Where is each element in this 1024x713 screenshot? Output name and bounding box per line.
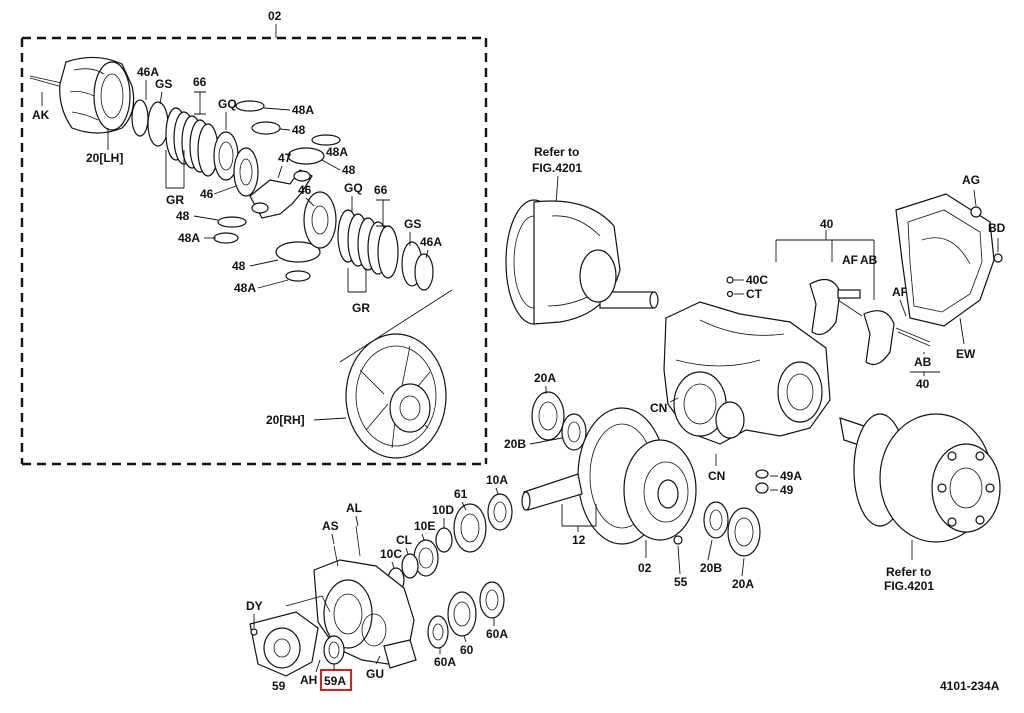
label-10A[interactable]: 10A: [486, 473, 508, 487]
label-55[interactable]: 55: [674, 575, 688, 589]
lower-disc-stack: [213, 191, 434, 291]
label-CT[interactable]: CT: [746, 287, 763, 301]
refer-to-top-line2[interactable]: FIG.4201: [532, 161, 582, 175]
label-60A-2[interactable]: 60A: [486, 627, 508, 641]
hub-assembly-left: [505, 199, 659, 325]
label-46A-2[interactable]: 46A: [420, 235, 442, 249]
label-40-1[interactable]: 40: [820, 217, 834, 231]
label-66-2[interactable]: 66: [374, 183, 388, 197]
upper-disc-stack: [131, 99, 341, 197]
label-CL[interactable]: CL: [396, 533, 412, 547]
refer-to-top-line1[interactable]: Refer to: [534, 145, 579, 159]
label-EW[interactable]: EW: [956, 347, 976, 361]
label-AF-1[interactable]: AF: [842, 253, 858, 267]
label-48-2[interactable]: 48: [342, 163, 356, 177]
label-20A-2[interactable]: 20A: [732, 577, 754, 591]
label-48-3[interactable]: 48: [176, 209, 190, 223]
clamp-parts: [809, 278, 931, 365]
label-AG[interactable]: AG: [962, 173, 980, 187]
ring-gear: [577, 407, 697, 545]
label-20B-1[interactable]: 20B: [504, 437, 526, 451]
label-CN-1[interactable]: CN: [650, 401, 667, 415]
label-48-4[interactable]: 48: [232, 259, 246, 273]
bearing-upper-left: [531, 391, 587, 451]
label-10D[interactable]: 10D: [432, 503, 454, 517]
label-59A[interactable]: 59A: [324, 674, 346, 688]
refer-to-bottom-line2[interactable]: FIG.4201: [884, 579, 934, 593]
label-BD[interactable]: BD: [988, 221, 1006, 235]
label-20LH[interactable]: 20[LH]: [86, 151, 123, 165]
label-AK[interactable]: AK: [32, 108, 50, 122]
label-GS-1[interactable]: GS: [155, 77, 172, 91]
figure-code: 4101-234A: [940, 679, 1000, 693]
label-DY[interactable]: DY: [246, 599, 263, 613]
label-AH[interactable]: AH: [300, 673, 317, 687]
pinion-shaft: [521, 473, 583, 511]
differential-spider: [249, 169, 313, 219]
label-46-1[interactable]: 46: [200, 187, 214, 201]
label-20B-2[interactable]: 20B: [700, 561, 722, 575]
label-AB-2[interactable]: AB: [914, 355, 932, 369]
housing-cover: [895, 193, 995, 327]
label-12[interactable]: 12: [572, 533, 586, 547]
label-10C[interactable]: 10C: [380, 547, 402, 561]
label-GS-2[interactable]: GS: [404, 217, 421, 231]
highlighted-callout-59A[interactable]: 59A: [320, 669, 352, 691]
label-20A-1[interactable]: 20A: [534, 371, 556, 385]
label-40C[interactable]: 40C: [746, 273, 768, 287]
pinion-bearing-row: [387, 493, 513, 593]
pinion-bearings-60: [427, 581, 505, 649]
label-59[interactable]: 59: [272, 679, 286, 693]
label-60[interactable]: 60: [460, 643, 474, 657]
label-48A-3[interactable]: 48A: [178, 231, 200, 245]
label-AB-1[interactable]: AB: [860, 253, 878, 267]
companion-flange: [249, 595, 331, 677]
differential-case-rh: [345, 333, 447, 459]
label-20RH[interactable]: 20[RH]: [266, 413, 305, 427]
bearing-lower-right: [703, 501, 761, 557]
label-GQ-2[interactable]: GQ: [344, 181, 363, 195]
label-49[interactable]: 49: [780, 483, 794, 497]
label-GU[interactable]: GU: [366, 667, 384, 681]
differential-case-lh: [29, 56, 135, 134]
label-AS[interactable]: AS: [322, 519, 339, 533]
label-48A-2[interactable]: 48A: [326, 145, 348, 159]
label-AF-2[interactable]: AF: [892, 285, 908, 299]
label-48A-4[interactable]: 48A: [234, 281, 256, 295]
label-46A-1[interactable]: 46A: [137, 65, 159, 79]
group-frame: 02: [20, 9, 488, 466]
axle-housing: [663, 301, 831, 445]
label-66-1[interactable]: 66: [193, 75, 207, 89]
label-60A-1[interactable]: 60A: [434, 655, 456, 669]
label-46-2[interactable]: 46: [298, 183, 312, 197]
label-47[interactable]: 47: [278, 151, 292, 165]
label-CN-2[interactable]: CN: [708, 469, 725, 483]
label-02-lower[interactable]: 02: [638, 561, 652, 575]
label-GR-2[interactable]: GR: [352, 301, 370, 315]
label-AL[interactable]: AL: [346, 501, 362, 515]
label-61[interactable]: 61: [454, 487, 468, 501]
label-02[interactable]: 02: [268, 9, 282, 23]
label-GR-1[interactable]: GR: [166, 193, 184, 207]
label-10E[interactable]: 10E: [414, 519, 435, 533]
label-GQ-1[interactable]: GQ: [218, 97, 237, 111]
label-48A-1[interactable]: 48A: [292, 103, 314, 117]
label-48-1[interactable]: 48: [292, 123, 306, 137]
label-49A[interactable]: 49A: [780, 469, 802, 483]
oil-seal-59A: [323, 635, 345, 665]
label-40-2[interactable]: 40: [916, 377, 930, 391]
refer-to-bottom-line1[interactable]: Refer to: [886, 565, 931, 579]
highlight-box: [320, 669, 352, 691]
hub-assembly-right: [839, 413, 1001, 543]
